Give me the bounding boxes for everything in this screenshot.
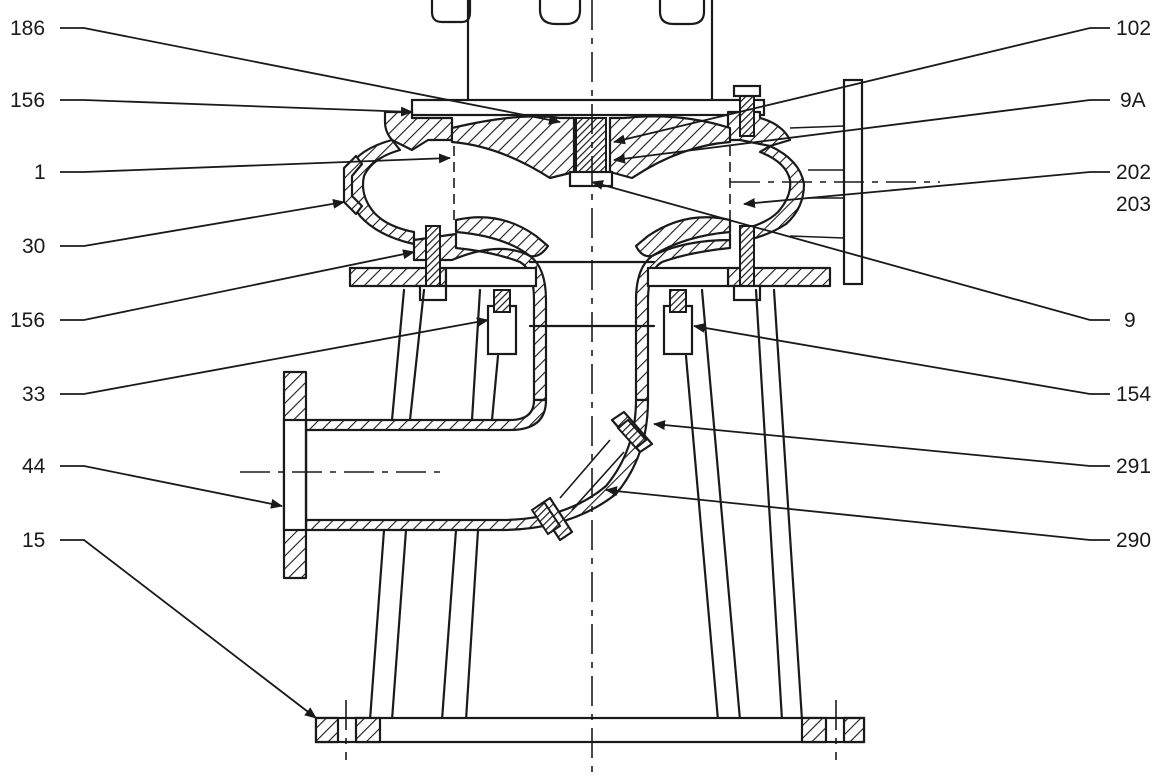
callout-label: 156 bbox=[10, 309, 45, 332]
callout-label: 44 bbox=[22, 455, 46, 478]
callout-label: 30 bbox=[22, 235, 45, 258]
callout-label: 15 bbox=[22, 529, 45, 552]
base-flange bbox=[314, 716, 866, 744]
callout-label: 186 bbox=[10, 17, 45, 40]
right-callouts: 102 9A 202 203 9 154 291 290 bbox=[1116, 17, 1151, 552]
callout-label: 202 bbox=[1116, 161, 1151, 184]
left-callouts: 186 156 1 30 156 33 44 15 bbox=[10, 17, 46, 552]
callout-label: 102 bbox=[1116, 17, 1151, 40]
motor-housing bbox=[430, 0, 714, 102]
mounting-plate bbox=[348, 266, 832, 288]
callout-label: 203 bbox=[1116, 193, 1151, 216]
bolts bbox=[418, 84, 762, 356]
callout-label: 156 bbox=[10, 89, 45, 112]
callout-label: 290 bbox=[1116, 529, 1151, 552]
callout-label: 154 bbox=[1116, 383, 1151, 406]
callout-label: 291 bbox=[1116, 455, 1151, 478]
cover-plate bbox=[410, 98, 766, 117]
support-stand bbox=[368, 260, 804, 722]
leader-lines bbox=[60, 27, 1110, 719]
suction-elbow bbox=[282, 370, 654, 580]
callout-label: 9A bbox=[1120, 89, 1146, 112]
center-lines bbox=[240, 0, 940, 776]
callout-label: 9 bbox=[1124, 309, 1136, 332]
callout-label: 1 bbox=[34, 161, 46, 184]
volute-casing bbox=[342, 110, 806, 402]
callout-label: 33 bbox=[22, 383, 45, 406]
